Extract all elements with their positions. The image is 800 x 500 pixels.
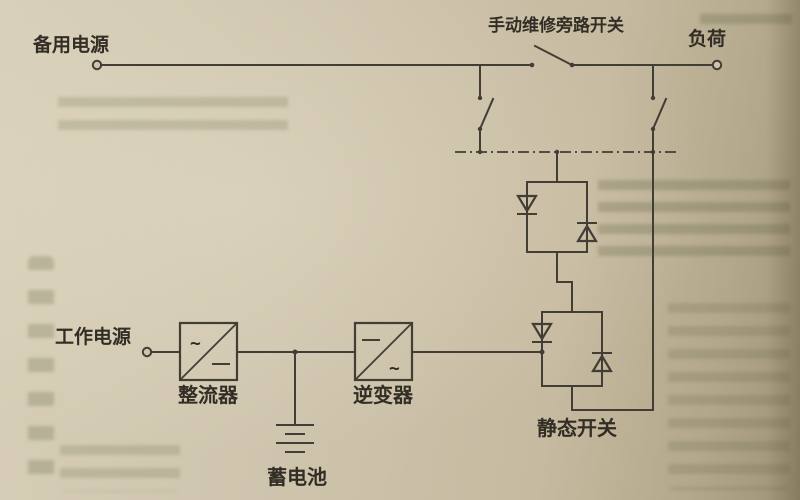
upper-pair-scr-up-icon xyxy=(576,223,598,243)
left-isolator-contact-top xyxy=(477,95,483,101)
inverter-output-junction xyxy=(539,349,545,355)
junction-left-isolator xyxy=(477,149,483,155)
rectifier-label: 整流器 xyxy=(177,383,239,407)
working-power-label: 工作电源 xyxy=(55,325,131,348)
bypass-switch-blade xyxy=(533,44,574,67)
inverter-diagonal xyxy=(354,322,413,381)
load-terminal xyxy=(711,59,723,71)
left-isolator-blade xyxy=(478,97,495,131)
inter-pair-link xyxy=(556,251,573,313)
backup-power-terminal xyxy=(91,59,103,71)
backup-power-label: 备用电源 xyxy=(32,33,109,56)
upper-pair-scr-down-icon xyxy=(516,194,538,214)
battery-label: 蓄电池 xyxy=(267,465,327,489)
load-label: 负荷 xyxy=(688,27,726,50)
right-isolator-contact-top xyxy=(650,95,656,101)
right-isolator-blade xyxy=(651,97,668,131)
working-power-terminal xyxy=(141,346,153,358)
lower-pair-scr-down-icon xyxy=(531,322,553,342)
static-switch-label: 静态开关 xyxy=(537,416,617,440)
bypass-switch-contact-left xyxy=(529,62,535,68)
rectifier-diagonal xyxy=(179,322,238,381)
lower-pair-scr-up-icon xyxy=(591,353,613,373)
manual-bypass-switch-label: 手动维修旁路开关 xyxy=(488,15,624,35)
rectifier-ac-symbol: ~ xyxy=(190,333,201,354)
junction-right-isolator xyxy=(650,149,656,155)
page-edge-shadow xyxy=(766,0,800,500)
inverter-label: 逆变器 xyxy=(353,383,414,407)
inverter-ac-symbol: ~ xyxy=(389,358,400,379)
